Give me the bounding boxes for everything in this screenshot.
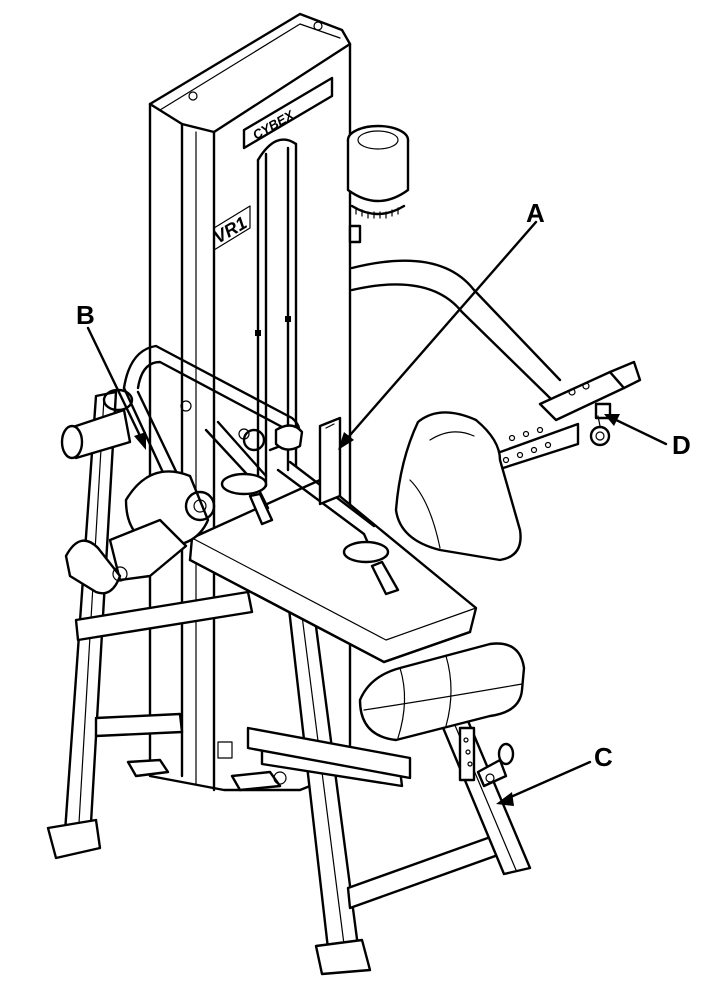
seat-pad — [358, 642, 526, 742]
back-pad — [394, 411, 522, 562]
stack-slot — [318, 416, 342, 506]
callout-a: A — [338, 198, 545, 450]
cup-holder — [346, 124, 410, 244]
callout-label-c: C — [594, 742, 613, 772]
callout-b: B — [76, 300, 146, 450]
press-arm — [60, 344, 400, 596]
front-frame — [46, 390, 532, 976]
callout-label-b: B — [76, 300, 95, 330]
callout-label-d: D — [672, 430, 691, 460]
callout-label-a: A — [526, 198, 545, 228]
callout-d: D — [604, 414, 691, 460]
callout-c: C — [496, 742, 613, 806]
